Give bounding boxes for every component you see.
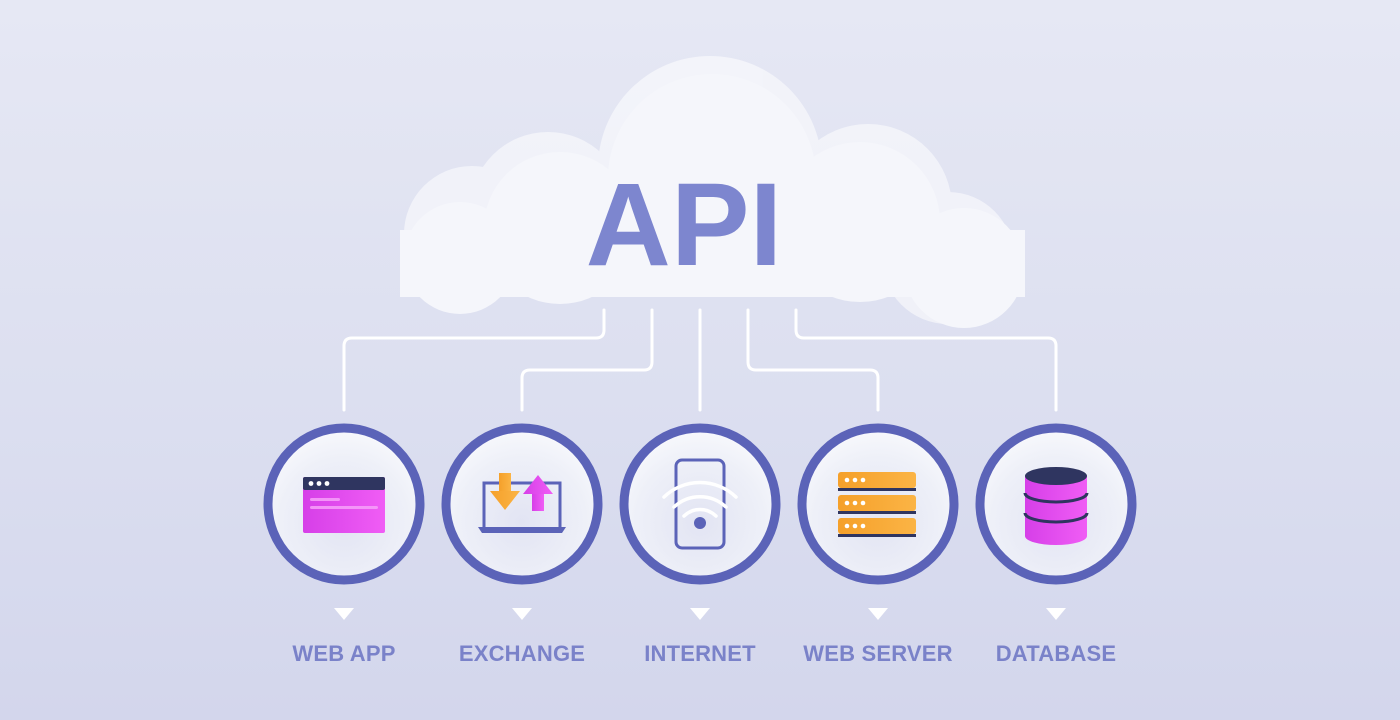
browser-window-icon [303, 477, 385, 533]
label-database: DATABASE [996, 641, 1117, 666]
pointer-triangles [334, 608, 1066, 620]
label-exchange: EXCHANGE [459, 641, 585, 666]
connector-database [794, 308, 1058, 412]
triangle-down-icon [690, 608, 710, 620]
arrow-down-icon [490, 473, 520, 510]
node-circle-internet [619, 423, 781, 585]
connector-web-app [342, 308, 606, 412]
connector-web-server [746, 308, 880, 412]
api-cloud: API [400, 56, 1025, 328]
connector-lines [342, 308, 1058, 412]
laptop-transfer-icon [478, 473, 566, 533]
connector-exchange [520, 308, 654, 412]
wifi-icon [662, 480, 738, 518]
database-cylinder-icon [1023, 467, 1089, 545]
label-web-app: WEB APP [292, 641, 395, 666]
label-internet: INTERNET [644, 641, 756, 666]
server-rack-icon [838, 472, 916, 537]
triangle-down-icon [512, 608, 532, 620]
triangle-down-icon [1046, 608, 1066, 620]
label-web-server: WEB SERVER [803, 641, 953, 666]
arrow-up-icon [523, 475, 553, 511]
phone-wifi-icon [662, 458, 738, 550]
node-circle-exchange [441, 423, 603, 585]
cloud-title: API [586, 159, 783, 291]
triangle-down-icon [868, 608, 888, 620]
triangle-down-icon [334, 608, 354, 620]
node-circles [263, 423, 1137, 585]
node-labels: WEB APP EXCHANGE INTERNET WEB SERVER DAT… [292, 641, 1116, 666]
